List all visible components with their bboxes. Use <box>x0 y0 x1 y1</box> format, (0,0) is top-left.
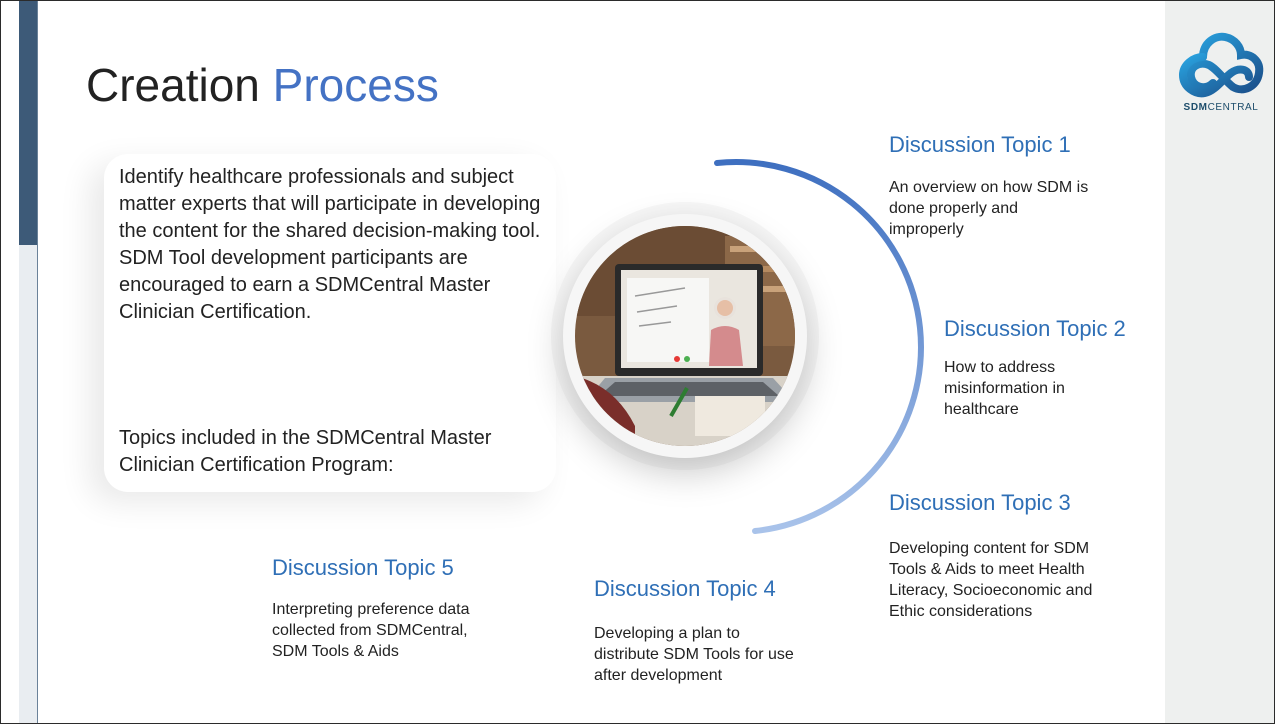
sdmcentral-logo: SDMCENTRAL <box>1173 29 1269 121</box>
intro-card <box>104 154 556 492</box>
topic-1-heading: Discussion Topic 1 <box>889 132 1071 157</box>
photo-frame <box>563 214 807 458</box>
slide-title: Creation Process <box>86 57 439 113</box>
topic-2-body: How to address misinformation in healthc… <box>944 359 1065 418</box>
cloud-infinity-icon <box>1178 32 1264 98</box>
topic-1-body: An overview on how SDM is done properly … <box>889 179 1089 238</box>
topic-4-body: Developing a plan to distribute SDM Tool… <box>594 625 794 684</box>
logo-wordmark: SDMCENTRAL <box>1173 102 1269 113</box>
right-side-panel <box>1165 1 1274 723</box>
title-word-process: Process <box>272 59 439 111</box>
intro-paragraph: Identify healthcare professionals and su… <box>119 166 541 323</box>
left-rail-divider <box>37 1 38 723</box>
logo-text-bold: SDM <box>1183 102 1208 113</box>
topics-intro-paragraph: Topics included in the SDMCentral Master… <box>119 427 492 476</box>
title-word-creation: Creation <box>86 59 260 111</box>
video-call-photo <box>575 226 795 446</box>
topic-3-heading: Discussion Topic 3 <box>889 490 1071 515</box>
topic-3-body: Developing content for SDM Tools & Aids … <box>889 540 1093 620</box>
logo-text-light: CENTRAL <box>1207 102 1259 113</box>
left-rail-accent <box>19 1 37 245</box>
topic-5-body: Interpreting preference data collected f… <box>272 601 470 660</box>
progress-arc <box>714 159 924 534</box>
topic-4-heading: Discussion Topic 4 <box>594 576 776 601</box>
topic-2-heading: Discussion Topic 2 <box>944 316 1126 341</box>
topic-5-heading: Discussion Topic 5 <box>272 555 454 580</box>
